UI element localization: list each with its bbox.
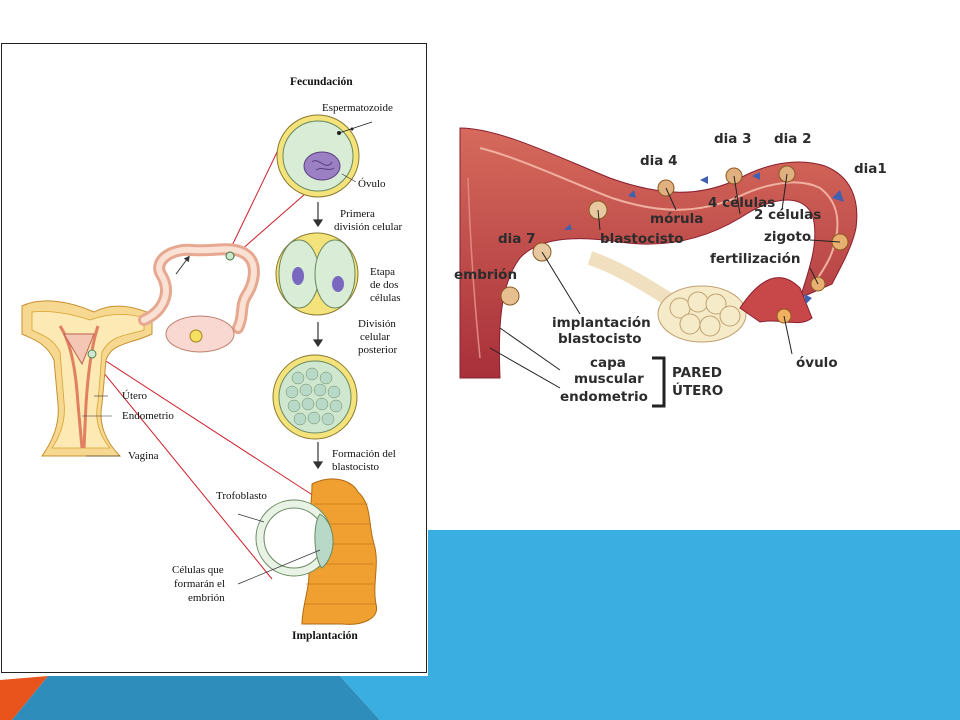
uterus-illustration [21, 300, 153, 457]
primera-division-label-1: Primera [340, 208, 375, 220]
implantacion-title: Implantación [292, 630, 358, 642]
fertilization-illustration [21, 114, 378, 625]
implantation-stage [237, 478, 378, 625]
formacion-label-1: Formación del [332, 448, 396, 460]
implantacion-blastocisto-label: blastocisto [558, 331, 642, 347]
etapa-label-3: células [370, 292, 401, 304]
dia7-label: dia 7 [498, 231, 536, 247]
utero-right-label: ÚTERO [672, 383, 724, 399]
uterine-tube-diagram: dia 3 dia 2 dia 4 dia1 4 células mórula … [440, 118, 902, 418]
etapa-label-2: de dos [370, 279, 399, 291]
division-posterior-label-3: posterior [358, 344, 398, 356]
pared-label: PARED [672, 365, 722, 381]
embrion-label: embrión [454, 267, 518, 283]
division-posterior-label-1: División [358, 318, 396, 330]
dos-celulas-label: 2 células [754, 207, 822, 223]
vagina-label: Vagina [128, 450, 159, 462]
espermatozoide-label: Espermatozoide [322, 102, 393, 114]
trofoblasto-label: Trofoblasto [216, 490, 267, 502]
capa-label: capa [590, 355, 626, 371]
dia4-label: dia 4 [640, 153, 678, 169]
two-cell-stage [275, 232, 359, 316]
etapa-label-1: Etapa [370, 266, 396, 278]
fertilizacion-label: fertilización [710, 251, 801, 267]
celulas-embrion-label-3: embrión [188, 592, 225, 604]
primera-division-label-2: división celular [334, 221, 403, 233]
endometrio-right-label: endometrio [560, 389, 648, 405]
ovulo-label: Óvulo [358, 178, 386, 190]
fertilization-diagram-panel: Fecundación Espermatozoide Óvulo Primera… [1, 43, 427, 673]
dia3-label: dia 3 [714, 131, 752, 147]
blue-background-band [428, 530, 960, 720]
cuatro-celulas-label: 4 células [708, 195, 776, 211]
dia1-label: dia1 [854, 161, 887, 177]
fecundacion-title: Fecundación [290, 76, 353, 88]
bottom-accent-bands [0, 676, 428, 720]
uterine-tube-illustration [459, 127, 858, 408]
ovulo-right-label: óvulo [796, 355, 838, 371]
celulas-embrion-label-2: formarán el [174, 578, 225, 590]
fertilization-egg-cell [276, 114, 373, 198]
fallopian-tube-illustration [138, 243, 260, 353]
implantacion-label: implantación [552, 315, 651, 331]
zigoto-label: zigoto [764, 229, 812, 245]
muscular-label: muscular [574, 371, 644, 387]
dia2-label: dia 2 [774, 131, 812, 147]
division-posterior-label-2: celular [360, 331, 390, 343]
endometrio-label: Endometrio [122, 410, 174, 422]
blastocisto-label: blastocisto [600, 231, 684, 247]
morula-stage [272, 354, 358, 440]
celulas-embrion-label-1: Células que [172, 564, 224, 576]
utero-label: Útero [122, 390, 148, 402]
morula-label: mórula [650, 211, 704, 227]
formacion-label-2: blastocisto [332, 461, 380, 473]
ovary [657, 285, 747, 343]
